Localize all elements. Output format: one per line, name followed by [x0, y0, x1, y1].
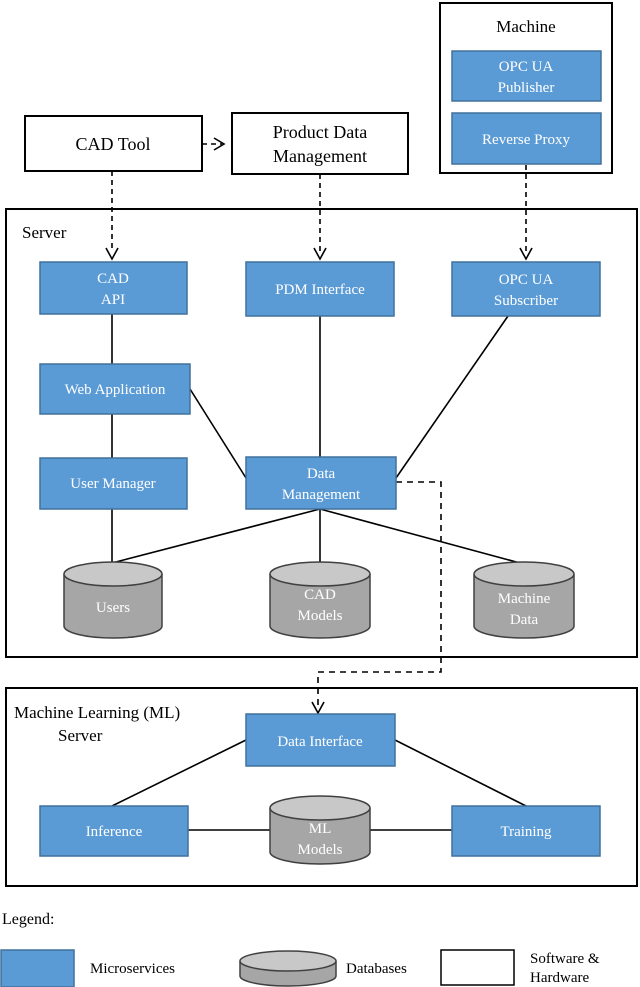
reverse-proxy-label: Reverse Proxy [482, 132, 570, 148]
arrowhead-pdm-interface [313, 247, 327, 261]
arrowhead-data-interface [311, 701, 325, 715]
users-db-label: Users [96, 600, 130, 616]
arrow-data-mgmt-to-ml [317, 481, 442, 706]
ml-server-container [5, 687, 638, 887]
line-data-mgmt-to-users-db [111, 508, 321, 564]
machine-data-db-line1: Machine [498, 591, 551, 607]
legend-sw-hw-line2: Hardware [530, 970, 589, 986]
cad-tool-box [24, 115, 203, 172]
line-web-app-to-data-mgmt [189, 388, 247, 479]
server-container [5, 208, 638, 658]
legend-database-swatch [239, 950, 337, 987]
connections [111, 143, 527, 831]
pdm-label-line1: Product Data [273, 122, 367, 142]
opc-ua-publisher-line2: Publisher [498, 80, 555, 96]
web-application-label: Web Application [65, 382, 166, 398]
line-subscriber-to-data-mgmt [395, 315, 509, 479]
line-data-interface-to-training [394, 739, 527, 807]
pdm-interface-box [245, 261, 395, 317]
cad-api-box [39, 261, 188, 315]
cad-models-db-line1: CAD [304, 587, 336, 603]
machine-container [439, 2, 613, 174]
legend-title: Legend: [2, 911, 54, 928]
data-interface-label: Data Interface [277, 734, 363, 750]
data-management-line1: Data [307, 466, 336, 482]
cad-tool-label: CAD Tool [76, 134, 151, 154]
users-db: Users [63, 561, 163, 639]
legend-microservice-swatch [0, 949, 75, 987]
legend-sw-hw-line1: Software & [530, 951, 600, 967]
cad-api-line1: CAD [97, 271, 129, 287]
legend-sw-hw-swatch [440, 949, 515, 986]
data-interface-box [245, 713, 396, 767]
ml-models-db-line1: ML [309, 821, 332, 837]
opc-ua-publisher-line1: OPC UA [499, 59, 554, 75]
ml-models-db-line2: Models [298, 842, 343, 858]
web-application-box [39, 363, 191, 415]
training-label: Training [500, 824, 552, 840]
machine-data-db: Machine Data [473, 561, 575, 639]
training-box [451, 805, 601, 857]
data-management-line2: Management [282, 487, 361, 503]
machine-data-db-line2: Data [510, 612, 539, 628]
user-manager-box [39, 457, 188, 510]
cad-api-line2: API [101, 292, 125, 308]
line-data-mgmt-to-machine-db [319, 508, 521, 564]
machine-label: Machine [496, 17, 555, 36]
ml-server-label-line1: Machine Learning (ML) [14, 703, 180, 722]
arrowheads [105, 137, 533, 715]
arrowhead-pdm [213, 137, 226, 151]
data-management-box [245, 456, 397, 510]
opc-ua-subscriber-line1: OPC UA [499, 272, 554, 288]
user-manager-label: User Manager [70, 476, 155, 492]
arrowhead-subscriber [519, 247, 533, 261]
pdm-interface-label: PDM Interface [275, 282, 365, 298]
legend-databases-label: Databases [346, 961, 407, 977]
ml-models-db: ML Models [269, 795, 371, 865]
inference-label: Inference [86, 824, 143, 840]
cad-models-db: CAD Models [269, 561, 371, 639]
arrowhead-cad-api [105, 247, 119, 261]
reverse-proxy-box [451, 112, 602, 165]
opc-ua-publisher-box [451, 50, 602, 102]
ml-server-label-line2: Server [58, 726, 103, 745]
cad-models-db-line2: Models [298, 608, 343, 624]
server-label: Server [22, 223, 67, 242]
opc-ua-subscriber-box [451, 261, 601, 317]
legend-microservices-label: Microservices [90, 961, 175, 977]
line-data-interface-to-inference [111, 739, 247, 807]
pdm-label-line2: Management [273, 146, 367, 166]
pdm-box [231, 112, 409, 175]
inference-box [39, 805, 189, 857]
opc-ua-subscriber-line2: Subscriber [494, 293, 558, 309]
